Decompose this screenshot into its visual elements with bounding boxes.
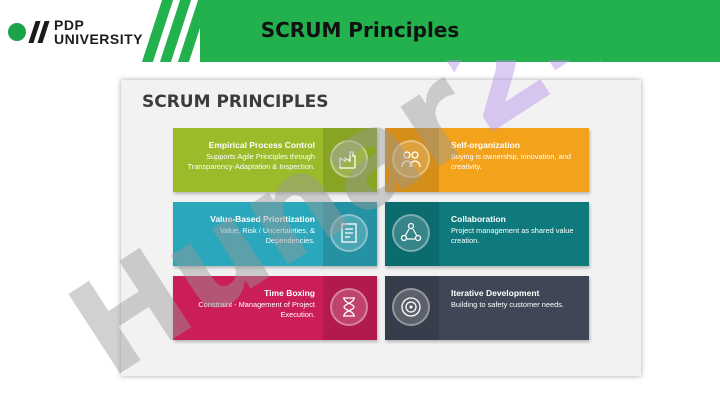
card-value-based-prioritization: Value-Based Prioritization Value, Risk /… bbox=[173, 202, 377, 266]
card-self-organization: Self-organization Buying is ownership, i… bbox=[385, 128, 589, 192]
logo-line1: PDP bbox=[54, 17, 85, 33]
pdp-university-logo: PDP UNIVERSITY bbox=[8, 18, 143, 46]
card-description: Project management as shared value creat… bbox=[451, 226, 574, 245]
card-title: Value-Based Prioritization bbox=[210, 214, 315, 224]
card-description: Building to safety customer needs. bbox=[451, 300, 564, 309]
hourglass-icon bbox=[343, 297, 355, 317]
card-title: Self-organization bbox=[451, 140, 520, 150]
slide-heading: SCRUM PRINCIPLES bbox=[142, 92, 329, 112]
card-title: Empirical Process Control bbox=[208, 140, 315, 150]
title-band bbox=[200, 0, 720, 62]
card-iterative-development: Iterative Development Building to safety… bbox=[385, 276, 589, 340]
card-description: Constraint - Management of Project Execu… bbox=[198, 300, 315, 319]
card-empirical-process-control: Empirical Process Control Supports Agile… bbox=[173, 128, 377, 192]
card-description: Buying is ownership, innovation, and cre… bbox=[451, 152, 571, 171]
card-title: Collaboration bbox=[451, 214, 506, 224]
card-time-boxing: Time Boxing Constraint - Management of P… bbox=[173, 276, 377, 340]
target-icon bbox=[401, 297, 421, 317]
collaboration-icon bbox=[400, 222, 422, 242]
logo-dot-icon bbox=[8, 23, 26, 41]
card-title: Iterative Development bbox=[451, 288, 540, 298]
factory-icon bbox=[339, 151, 356, 169]
card-title: Time Boxing bbox=[264, 288, 315, 298]
logo-line2: UNIVERSITY bbox=[54, 31, 144, 47]
team-icon bbox=[401, 151, 421, 168]
card-collaboration: Collaboration Project management as shar… bbox=[385, 202, 589, 266]
scrum-principles-slide: SCRUM PRINCIPLES Empirical Process Contr… bbox=[121, 80, 641, 376]
slide-header: PDP UNIVERSITY SCRUM Principles bbox=[0, 0, 720, 62]
page-title: SCRUM Principles bbox=[260, 18, 460, 42]
card-description: Supports Agile Principles through Transp… bbox=[187, 152, 316, 171]
logo-slash-icon bbox=[28, 21, 50, 43]
checklist-icon bbox=[341, 223, 357, 243]
card-description: Value, Risk / Uncertainties, & Dependenc… bbox=[219, 226, 315, 245]
